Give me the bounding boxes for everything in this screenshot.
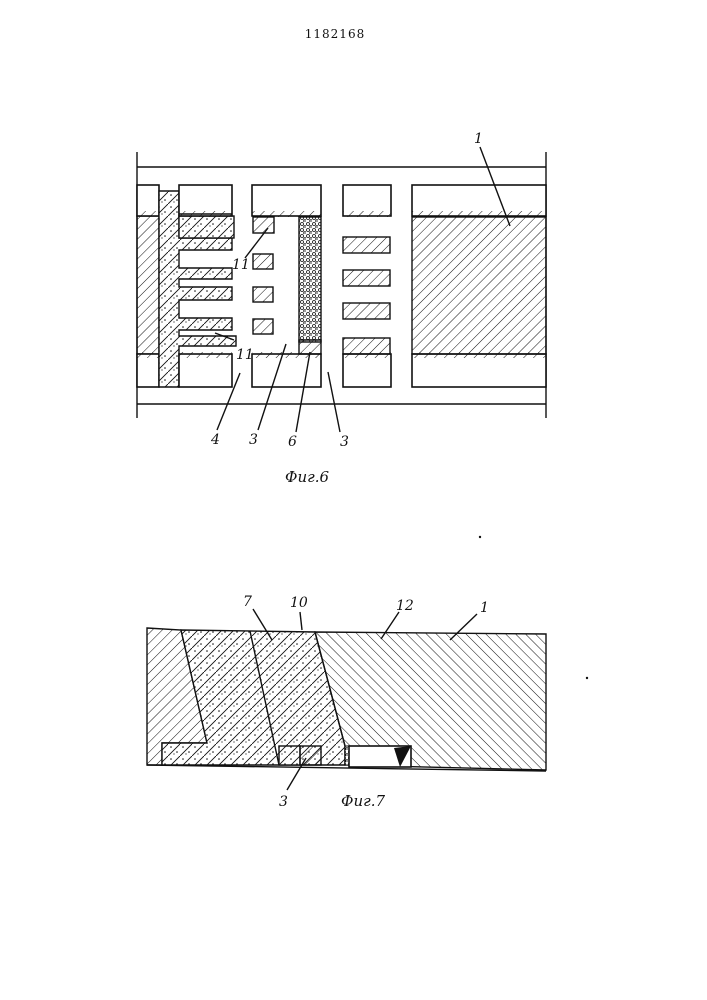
- fig6-gravel-column: [299, 217, 321, 342]
- fig7-small-box-a: [279, 746, 300, 765]
- fig6-label-1: 1: [474, 131, 483, 147]
- bottom-hatch-strip-0: [137, 352, 159, 358]
- bar-2: [343, 270, 390, 286]
- fig6-left-bottom-block: [137, 354, 159, 387]
- fig6-caption: Фиг.6: [285, 468, 329, 486]
- figure-6: 1 11 11 4 3 6 3 Фиг.6: [137, 131, 546, 486]
- leader-10: [300, 612, 302, 630]
- fig6-bottom-row: [137, 352, 546, 387]
- pillar-4: [253, 319, 273, 334]
- fig7-label-1: 1: [480, 600, 489, 616]
- pillar-2: [253, 254, 273, 269]
- fig7-label-12: 12: [396, 598, 414, 614]
- bar-1: [343, 237, 390, 253]
- fig6-gravel-cap: [299, 340, 321, 354]
- fig6-label-11a: 11: [232, 257, 250, 273]
- bottom-block-2: [252, 354, 321, 387]
- leader-3b: [328, 372, 340, 432]
- fig6-label-3b: 3: [340, 434, 349, 450]
- bottom-block-3: [343, 354, 391, 387]
- bottom-hatch-strip-1: [179, 352, 232, 358]
- bar-4: [343, 338, 390, 354]
- fig6-label-4: 4: [210, 432, 220, 448]
- top-hatch-strip-4: [412, 211, 546, 217]
- scan-speck-1: [479, 536, 481, 538]
- top-hatch-strip-3: [343, 211, 391, 217]
- scan-speck-2: [586, 677, 588, 679]
- fig6-label-6: 6: [288, 434, 297, 450]
- fig6-right-bars: [343, 237, 390, 354]
- figure-7: 7 10 12 1 3 Фиг.7: [147, 594, 546, 810]
- bottom-block-4: [412, 354, 546, 387]
- bottom-block-1: [179, 354, 232, 387]
- pillar-1: [253, 217, 274, 233]
- fig7-caption: Фиг.7: [341, 792, 385, 810]
- fig6-right-massif: [412, 217, 546, 354]
- bar-3: [343, 303, 390, 319]
- fig6-label-11b: 11: [236, 347, 254, 363]
- top-hatch-strip-0: [137, 211, 159, 217]
- fig6-label-3a: 3: [249, 432, 258, 448]
- pillar-3: [253, 287, 273, 302]
- top-hatch-strip-1: [179, 211, 232, 217]
- fig7-label-10: 10: [290, 595, 308, 611]
- fig6-comb-top-prong: [179, 216, 234, 238]
- fig6-top-row: [137, 185, 546, 217]
- fig6-left-massif: [137, 216, 159, 354]
- fig7-label-7: 7: [243, 594, 252, 610]
- fig7-label-3: 3: [279, 794, 288, 810]
- patent-number: 1182168: [305, 27, 365, 41]
- top-hatch-strip-2: [252, 211, 321, 217]
